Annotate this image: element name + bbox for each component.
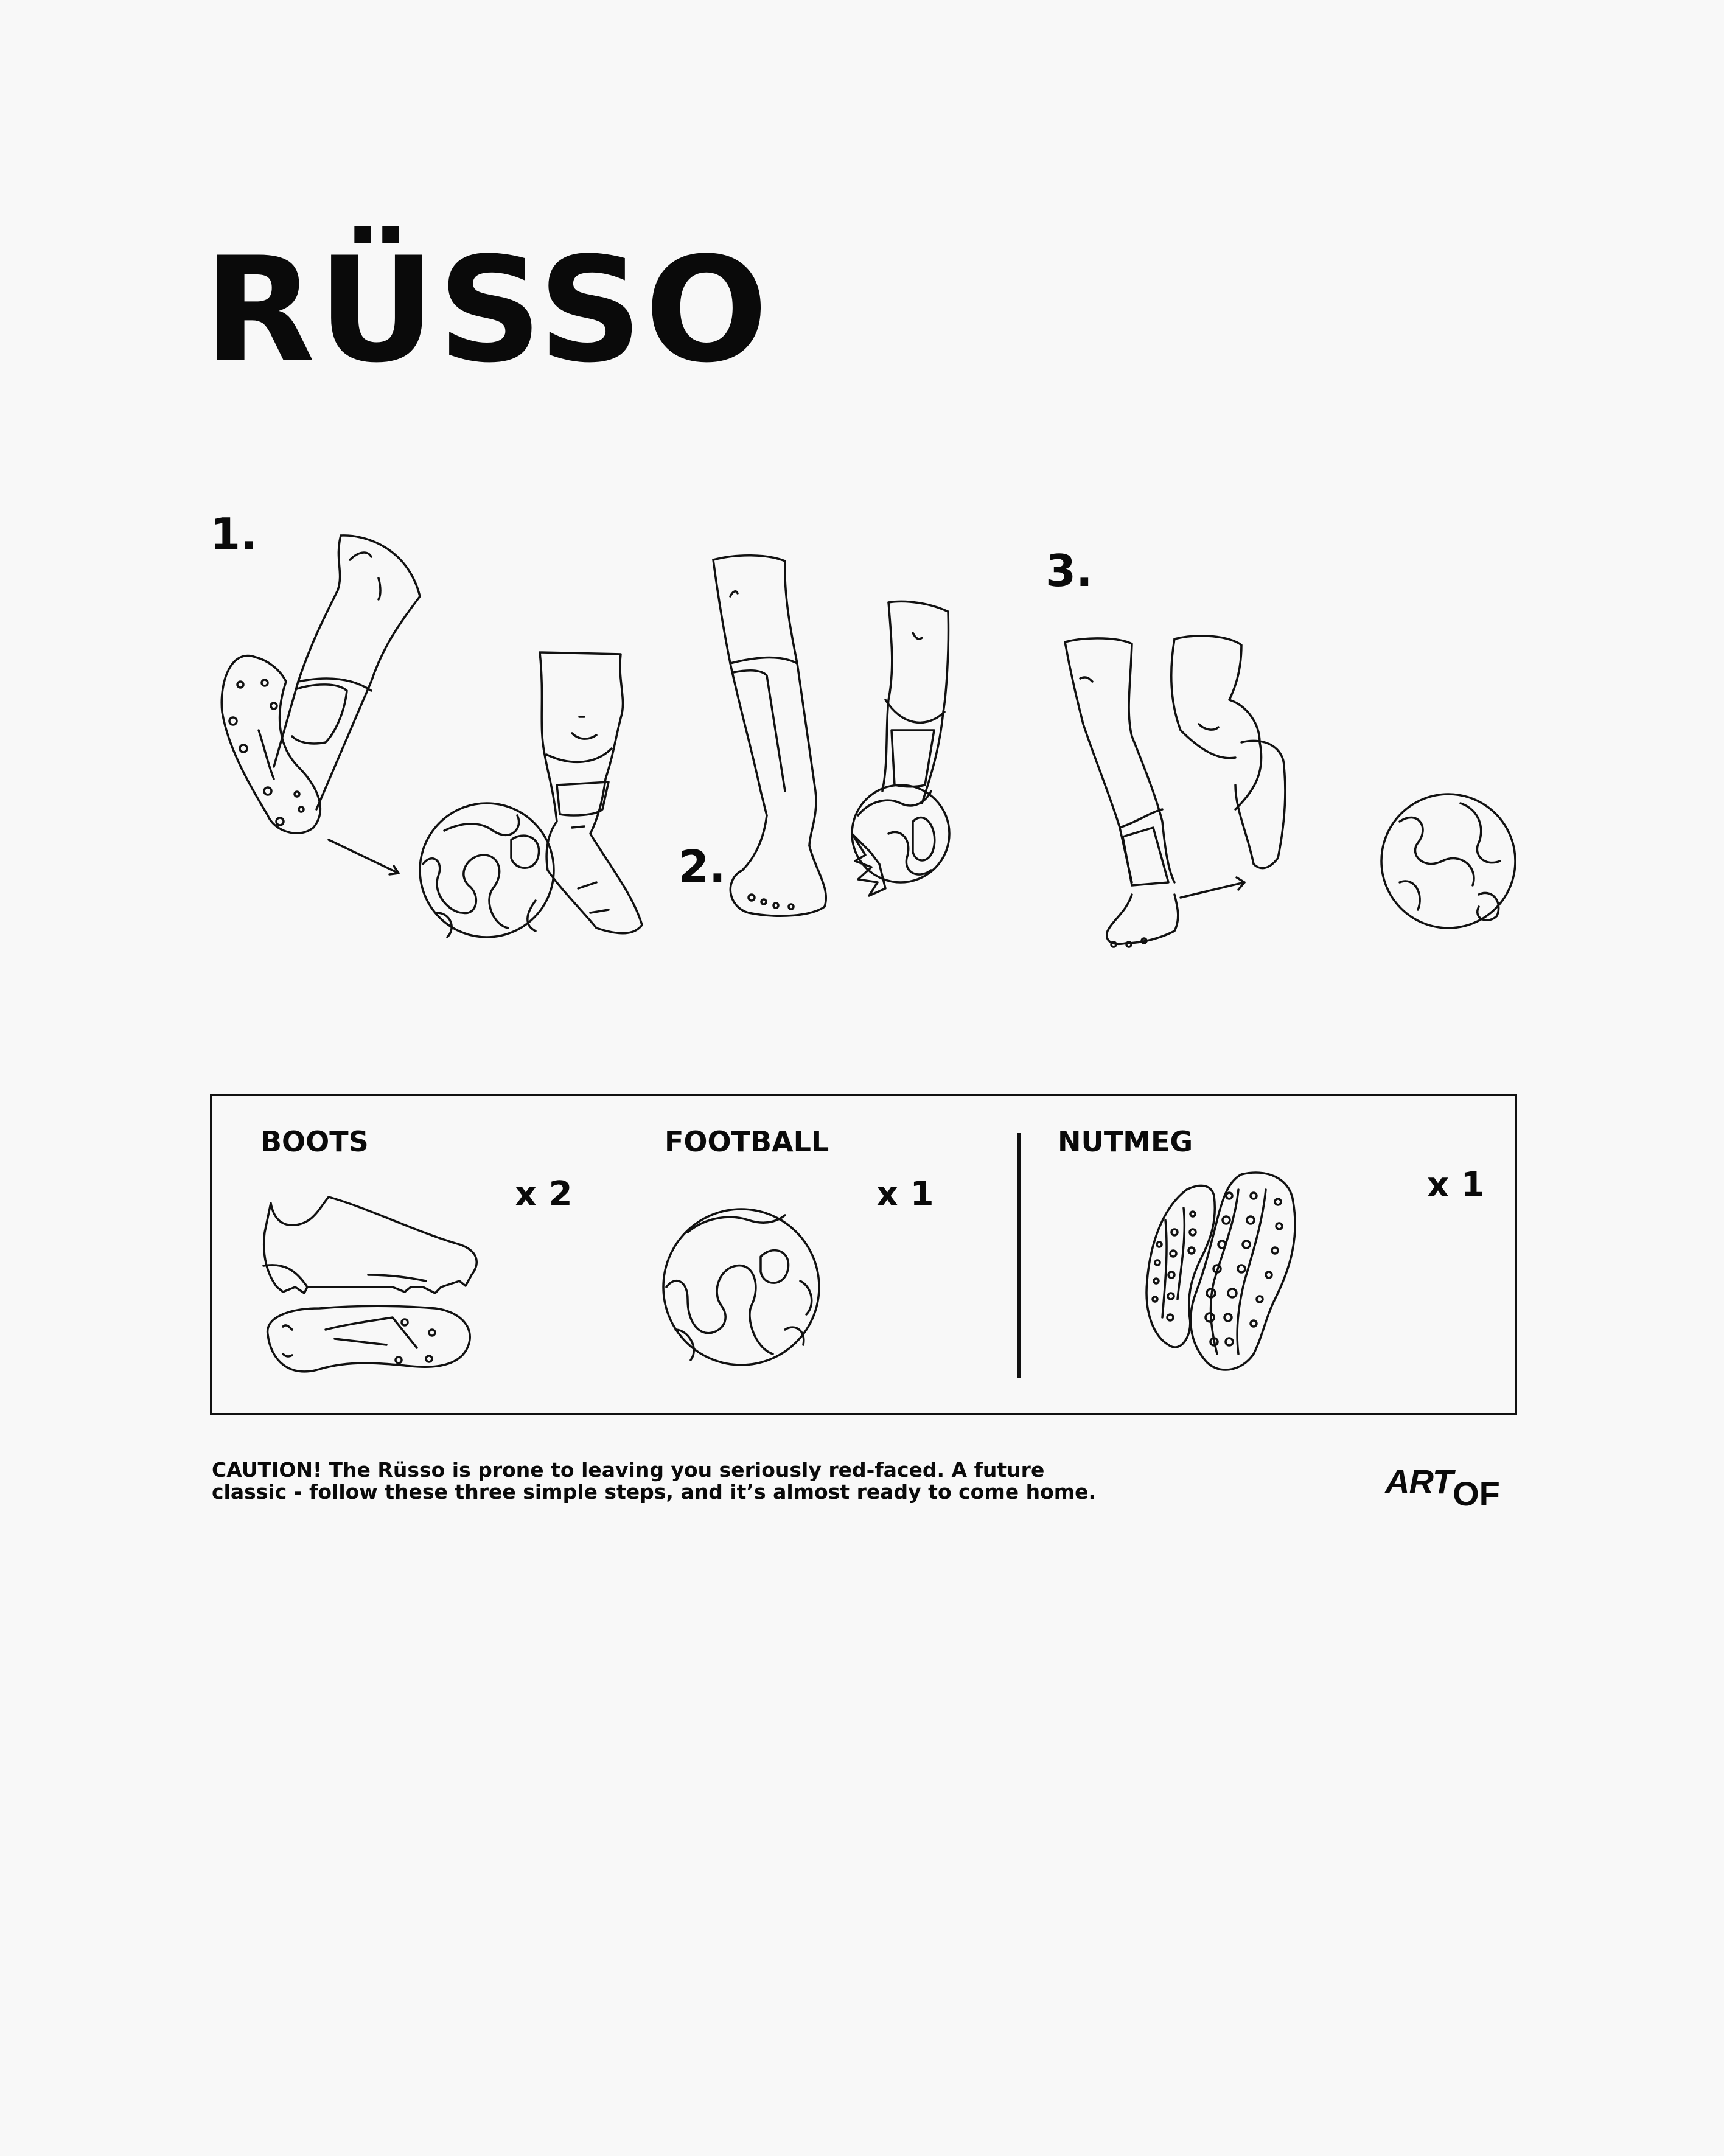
artof-logo: ARTOF [1385, 1462, 1500, 1513]
part-label-nutmeg: NUTMEG [1058, 1125, 1193, 1158]
part-label-boots: BOOTS [260, 1125, 369, 1158]
part-quantity-nutmeg: x 1 [1427, 1165, 1485, 1205]
step-2-ball-between-legs-illustration [712, 554, 951, 917]
parts-divider [1017, 1133, 1021, 1378]
logo-art: ART [1385, 1462, 1453, 1501]
part-quantity-football: x 1 [876, 1174, 934, 1214]
part-label-football: FOOTBALL [665, 1125, 829, 1158]
nutmeg-icon [1145, 1171, 1296, 1371]
step-1-sole-flick-illustration [220, 534, 643, 938]
parts-list-box [210, 1094, 1517, 1415]
step-3-number: 3. [1045, 545, 1093, 596]
football-icon [662, 1208, 820, 1366]
caution-text: CAUTION! The Rüsso is prone to leaving y… [212, 1459, 1125, 1503]
logo-of: OF [1453, 1474, 1500, 1513]
part-quantity-boots: x 2 [515, 1174, 573, 1214]
caution-line-2: classic - follow these three simple step… [212, 1480, 1097, 1504]
step-3-ball-exits-illustration [1064, 635, 1516, 948]
page-title: RÜSSO [204, 226, 770, 395]
step-2-number: 2. [679, 841, 726, 892]
caution-line-1: CAUTION! The Rüsso is prone to leaving y… [212, 1458, 1045, 1482]
step-1-number: 1. [210, 509, 257, 560]
boots-icon [262, 1196, 478, 1373]
